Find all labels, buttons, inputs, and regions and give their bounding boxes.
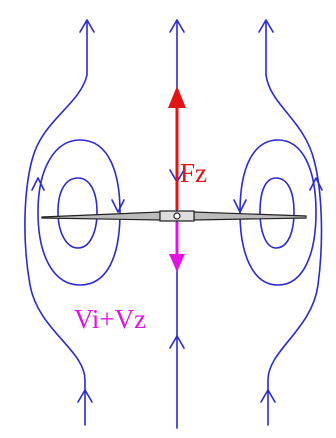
left-vortex-inner-loop (57, 177, 98, 249)
left-outer-streamline (24, 21, 88, 426)
rotor-blade-right (193, 211, 307, 221)
induced-velocity-label: Vi+Vz (74, 304, 147, 334)
left-vortex-outer-arrow-icon (31, 177, 45, 191)
right-vortex-down-arrow-icon (233, 199, 247, 213)
induced-velocity-arrowhead-icon (169, 254, 185, 272)
right-outer-arrowhead-top-icon (258, 19, 274, 33)
left-vortex-outer-loop (37, 139, 121, 286)
rotor-blade (41, 210, 307, 222)
right-vortex-inner-loop (259, 177, 295, 249)
top-center-arrowhead-icon (169, 19, 185, 33)
thrust-force-label: Fz (180, 158, 207, 188)
rotor-blade-left (41, 211, 161, 221)
thrust-force-vector (168, 86, 186, 210)
left-outer-arrowhead-top-icon (79, 19, 95, 33)
right-outer-arrowhead-bottom-icon (260, 389, 276, 403)
left-outer-arrowhead-bottom-icon (77, 389, 93, 403)
right-outer-streamline (265, 21, 323, 426)
left-vortex-down-arrow-icon (111, 199, 125, 213)
thrust-force-arrowhead-icon (168, 86, 186, 108)
induced-velocity-vector (169, 222, 185, 272)
right-vortex-outer-loop (239, 139, 317, 286)
bottom-center-arrowhead-icon (169, 335, 185, 349)
rotor-hub-center (173, 212, 181, 220)
right-vortex-outer-arrow-icon (309, 177, 323, 191)
